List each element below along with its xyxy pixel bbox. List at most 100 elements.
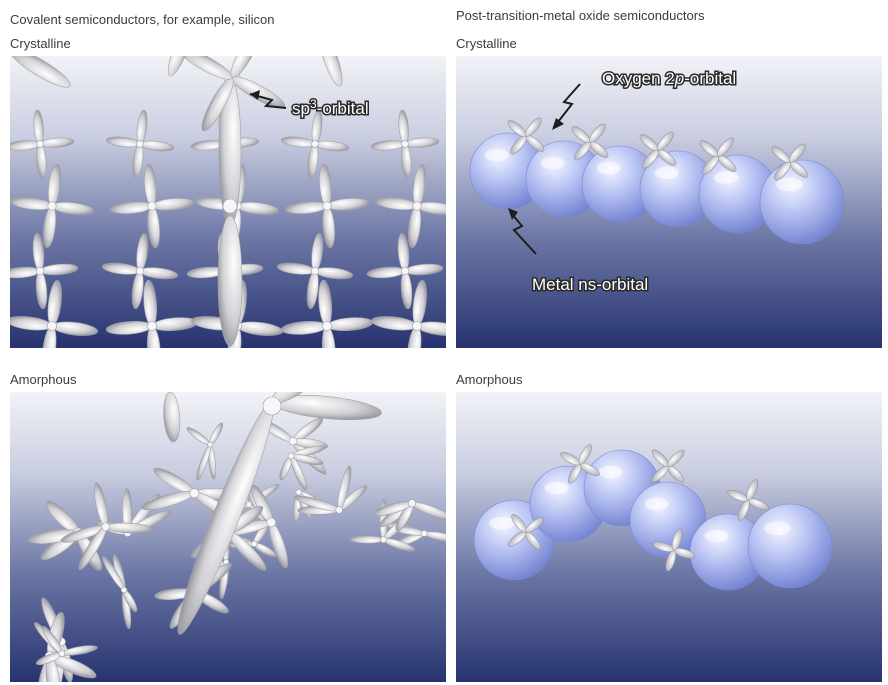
oxygen-2p-orbital-label: Oxygen 2p-orbital [602, 69, 736, 88]
sp3-orbital-lobe [101, 262, 141, 275]
oxygen-2p-orbital-lobe [525, 517, 544, 533]
silicon-amorphous-network [27, 392, 446, 682]
sp3-orbital-lobe [51, 201, 95, 216]
sp3-orbital-lobe [319, 163, 332, 207]
sp3-orbital-lobe [269, 522, 289, 569]
sp3-orbital-lobe [236, 321, 283, 336]
sp3-orbital-lobe [144, 163, 157, 207]
sphere-highlight [540, 156, 565, 170]
sp3-orbital-lobe [217, 215, 243, 347]
atom-node [222, 198, 238, 214]
silicon-crystalline-lattice: sp3-orbital [10, 56, 446, 348]
atom-node [101, 522, 110, 532]
sp3-orbital-lobe [51, 321, 98, 336]
sphere-highlight [484, 148, 509, 162]
oxygen-2p-orbital-lobe [525, 117, 542, 137]
sp3-orbital-lobe [39, 263, 79, 276]
silicon-crystalline-panel: sp3-orbital [10, 56, 446, 348]
sphere-highlight [598, 465, 623, 479]
sphere-highlight [654, 166, 679, 180]
oxygen-2p-orbital-lobe [671, 528, 683, 551]
sp3-orbital-lobe [143, 279, 158, 327]
metal-ns-orbital-label: Metal ns-orbital [532, 275, 648, 294]
atom-node [245, 501, 252, 508]
sp3-orbital-lobe [167, 56, 194, 77]
atom-node [311, 140, 319, 148]
oxide-crystalline-panel: Oxygen 2p-orbital Metal ns-orbital [456, 56, 882, 348]
left-column-title: Covalent semiconductors, for example, si… [10, 12, 275, 27]
sp3-orbital-lobe [404, 263, 444, 276]
sp3-orbital-lobe [349, 535, 384, 544]
atom-node [36, 140, 44, 148]
atom-node [400, 266, 410, 276]
atom-node [322, 201, 332, 211]
sphere-highlight [763, 521, 791, 536]
sp3-orbital-lobe [131, 270, 144, 310]
sphere-highlight [644, 497, 669, 511]
sp3-orbital-lobe [105, 320, 153, 335]
atom-node [310, 266, 320, 276]
sp3-orbital-lobe [318, 56, 343, 87]
atom-node [135, 266, 145, 276]
sp3-orbital-lobe [284, 201, 328, 214]
sp3-orbital-lobe [139, 140, 175, 152]
sp3-orbital-lobe [407, 205, 422, 249]
sphere-highlight [713, 171, 739, 184]
oxide-amorphous-chain [473, 444, 833, 591]
sp3-orbital-lobe [322, 205, 335, 249]
metal-ns-orbital-sphere [747, 503, 833, 589]
sp3-orbital-lobe [94, 482, 109, 528]
atom-node [189, 488, 200, 498]
sp3-orbital-lobe [374, 196, 418, 211]
atom-node [266, 517, 277, 528]
sp3-orbital-lobe [307, 143, 319, 179]
atom-node [412, 201, 422, 211]
sp3-orbital-lobe [10, 316, 53, 331]
atom-node [147, 321, 157, 331]
atom-node [250, 540, 258, 548]
left-amorphous-label: Amorphous [10, 372, 77, 387]
sp3-orbital-lobe [42, 205, 57, 249]
sp3-orbital-label: sp3-orbital [292, 97, 369, 118]
oxygen-2p-orbital-lobe [657, 131, 674, 151]
oxygen-2p-orbital-lobe [560, 452, 581, 466]
sp3-orbital-lobe [139, 267, 179, 280]
oxygen-2p-orbital-lobe [699, 140, 719, 157]
sp3-orbital-lobe [36, 143, 47, 179]
sp3-orbital-lobe [105, 136, 141, 148]
atom-node [412, 321, 422, 331]
sp3-orbital-lobe [311, 232, 324, 272]
oxide-amorphous-panel [456, 392, 882, 682]
atom-node [47, 321, 57, 331]
sp3-orbital-lobe [366, 266, 406, 279]
sp3-orbital-lobe [47, 163, 62, 207]
atom-node [287, 452, 295, 460]
sphere-highlight [596, 161, 621, 175]
sphere-highlight [704, 529, 729, 543]
atom-node [207, 441, 213, 448]
sp3-orbital-lobe [10, 196, 53, 211]
atom-node [47, 201, 57, 211]
atom-node [262, 396, 282, 416]
oxygen-2p-orbital-lobe [667, 449, 685, 467]
sp3-orbital-lobe [371, 316, 418, 331]
sp3-orbital-lobe [276, 262, 316, 275]
sp3-orbital-lobe [151, 198, 195, 211]
sp3-orbital-lobe [151, 317, 199, 332]
atom-node [58, 650, 66, 657]
sp3-orbital-lobe [370, 140, 406, 151]
sp3-orbital-lobe [326, 317, 374, 332]
sp3-orbital-lobe [35, 270, 48, 310]
sp3-orbital-lobe [33, 109, 44, 145]
sp3-orbital-lobe [412, 280, 427, 327]
atom-node [147, 201, 157, 211]
atom-node [322, 321, 332, 331]
sp3-orbital-lobe [236, 201, 280, 216]
right-column-title: Post-transition-metal oxide semiconducto… [456, 8, 705, 23]
sp3-orbital-lobe [109, 201, 153, 214]
sp3-orbital-lobe [306, 270, 319, 310]
atom-node [120, 586, 128, 594]
oxygen-2p-orbital-lobe [727, 489, 749, 502]
oxygen-2p-orbital-lobe [639, 134, 659, 151]
sp3-orbital-lobe [280, 320, 328, 335]
